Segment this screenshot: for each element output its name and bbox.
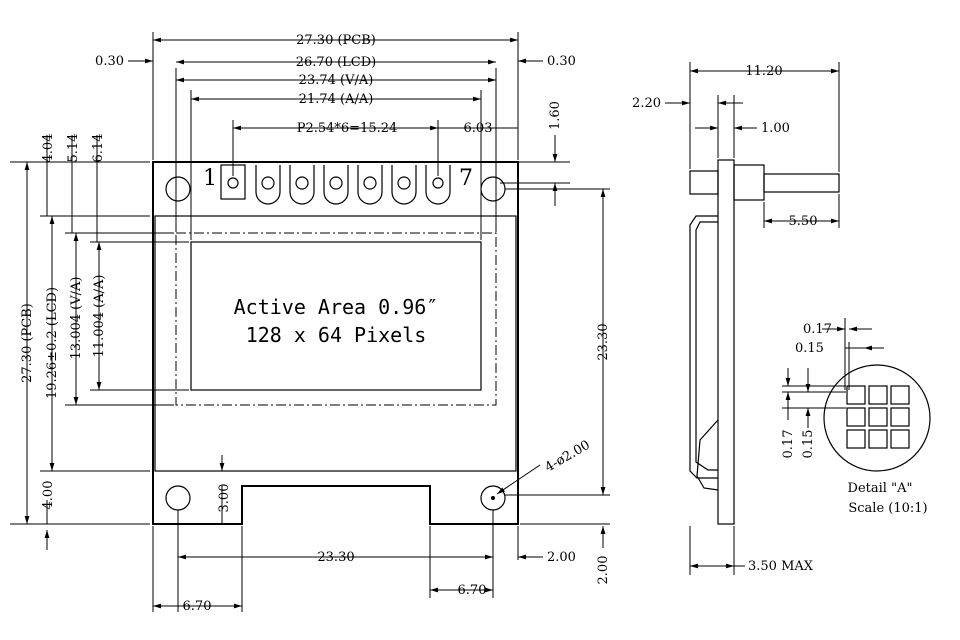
dim-1-60: 1.60 xyxy=(548,101,563,130)
detail-scale: Scale (10:1) xyxy=(848,501,927,516)
pixel-cell xyxy=(868,407,888,427)
pixel-grid xyxy=(846,385,910,449)
detail-dim-0-17-top: 0.17 xyxy=(803,322,832,337)
mount-hole-top-left xyxy=(165,176,191,202)
dim-side-5-50: 5.50 xyxy=(789,214,818,229)
detail-dim-0-17-side: 0.17 xyxy=(781,430,796,459)
detail-a: 0.17 0.15 0.17 0.15 Detail "A" Scale (10… xyxy=(781,318,931,516)
pcb-outline xyxy=(152,161,519,525)
mount-hole-top-right xyxy=(480,176,506,202)
side-view: 11.20 2.20 1.00 5.50 3.50 MAX xyxy=(632,62,840,575)
active-area-title: Active Area 0.96″ xyxy=(234,295,439,319)
dim-aa-height: 11.004 (A/A) xyxy=(92,275,107,358)
dim-2-00-horizontal: 2.00 xyxy=(547,550,576,565)
pixel-cell xyxy=(846,429,866,449)
mount-hole-bottom-left xyxy=(165,485,191,511)
dim-5-14: 5.14 xyxy=(66,134,81,163)
dim-4-04: 4.04 xyxy=(41,134,56,163)
dim-side-1-00: 1.00 xyxy=(761,121,790,136)
pin-header xyxy=(220,164,451,205)
pixel-cell xyxy=(890,429,910,449)
pin-7-label: 7 xyxy=(459,166,473,191)
pixel-cell xyxy=(846,407,866,427)
viewing-area xyxy=(175,232,497,406)
dim-hole-spec: 4-ø2.00 xyxy=(543,438,593,476)
detail-dim-0-15-top: 0.15 xyxy=(795,341,824,356)
dim-side-thickness: 3.50 MAX xyxy=(748,559,814,574)
pixel-cell xyxy=(868,385,888,405)
dim-margin-left: 0.30 xyxy=(95,54,124,69)
pixel-cell xyxy=(868,429,888,449)
dim-3-00: 3.00 xyxy=(217,484,232,513)
hole-center-dot xyxy=(491,496,495,500)
dim-2-00-vertical: 2.00 xyxy=(596,556,611,585)
dim-pin-pitch: P2.54*6=15.24 xyxy=(297,121,398,136)
detail-dim-0-15-side: 0.15 xyxy=(801,430,816,459)
dim-pcb-height: 27.30 (PCB) xyxy=(20,303,35,383)
dim-va-width: 23.74 (V/A) xyxy=(299,73,374,88)
dim-6-14: 6.14 xyxy=(91,134,106,163)
pin-1-label: 1 xyxy=(203,166,217,191)
dim-va-height: 13.004 (V/A) xyxy=(69,277,84,360)
dim-hole-horizontal: 23.30 xyxy=(317,550,354,565)
dim-side-overall: 11.20 xyxy=(745,64,782,79)
dim-hole-vertical: 23.30 xyxy=(596,323,611,360)
dim-margin-right: 0.30 xyxy=(547,54,576,69)
dim-pcb-width: 27.30 (PCB) xyxy=(296,33,376,48)
dim-6-70-right: 6.70 xyxy=(458,583,487,598)
lcd-outline xyxy=(154,215,517,472)
active-area-pixels: 128 x 64 Pixels xyxy=(246,323,427,347)
dim-6-70-left: 6.70 xyxy=(183,599,212,614)
pixel-cell xyxy=(890,407,910,427)
dim-pin-offset: 6.03 xyxy=(464,121,493,136)
active-area xyxy=(190,241,482,391)
front-view: Active Area 0.96″ 128 x 64 Pixels 1 7 xyxy=(10,32,611,614)
dim-lcd-height: 19.26±0.2 (LCD) xyxy=(45,287,60,399)
dim-lcd-width: 26.70 (LCD) xyxy=(296,55,377,70)
pixel-cell xyxy=(846,385,866,405)
dim-aa-width: 21.74 (A/A) xyxy=(299,92,374,107)
detail-title: Detail "A" xyxy=(848,481,913,496)
pixel-cell xyxy=(890,385,910,405)
dim-4-00: 4.00 xyxy=(41,481,56,510)
dim-side-2-20: 2.20 xyxy=(632,96,661,111)
